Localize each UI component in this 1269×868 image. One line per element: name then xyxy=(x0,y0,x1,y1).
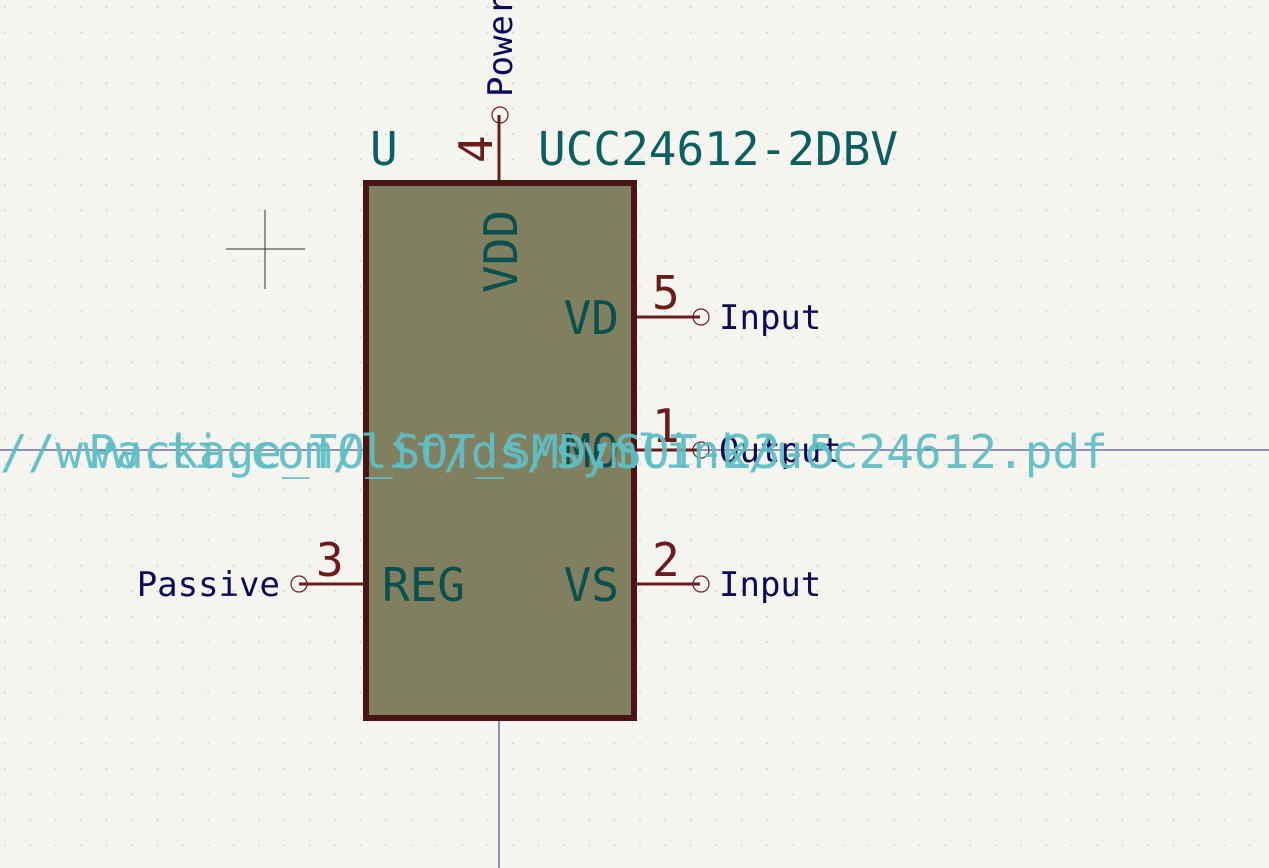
pin-number-reg: 3 xyxy=(316,533,344,587)
pin-name-mo: MO xyxy=(564,424,619,478)
pin-endpoint-reg[interactable] xyxy=(290,575,308,593)
component-footprint[interactable]: Package_TO_SOT_SMD:SOT-23-5 xyxy=(88,425,836,479)
component-reference[interactable]: U xyxy=(370,122,398,176)
pin-type-reg: Passive xyxy=(137,565,280,605)
component-value[interactable]: UCC24612-2DBV xyxy=(538,122,898,176)
pin-number-mo: 1 xyxy=(652,399,680,453)
pin-type-vdd: Power xyxy=(481,0,521,97)
pin-endpoints xyxy=(290,106,710,593)
pin-number-vd: 5 xyxy=(652,266,680,320)
pin-type-vs: Input xyxy=(719,565,821,605)
pin-type-vd: Input xyxy=(719,298,821,338)
pin-number-vs: 2 xyxy=(652,533,680,587)
component-datasheet[interactable]: //www.ti.com/lit/ds/symlink/ucc24612.pdf xyxy=(0,425,1108,479)
pin-endpoint-vd[interactable] xyxy=(692,308,710,326)
cursor-icon xyxy=(226,210,305,289)
pin-name-vs: VS xyxy=(564,558,619,612)
pin-endpoint-vs[interactable] xyxy=(692,575,710,593)
pin-endpoint-mo[interactable] xyxy=(692,441,710,459)
component-body[interactable] xyxy=(363,180,637,721)
pin-type-mo: Output xyxy=(719,431,842,471)
pin-lines xyxy=(299,115,700,586)
pin-name-vd: VD xyxy=(564,291,619,345)
pin-name-reg: REG xyxy=(382,558,465,612)
pin-endpoint-vdd[interactable] xyxy=(491,106,509,124)
pin-number-vdd: 4 xyxy=(449,135,503,163)
pin-name-vdd: VDD xyxy=(474,210,528,293)
